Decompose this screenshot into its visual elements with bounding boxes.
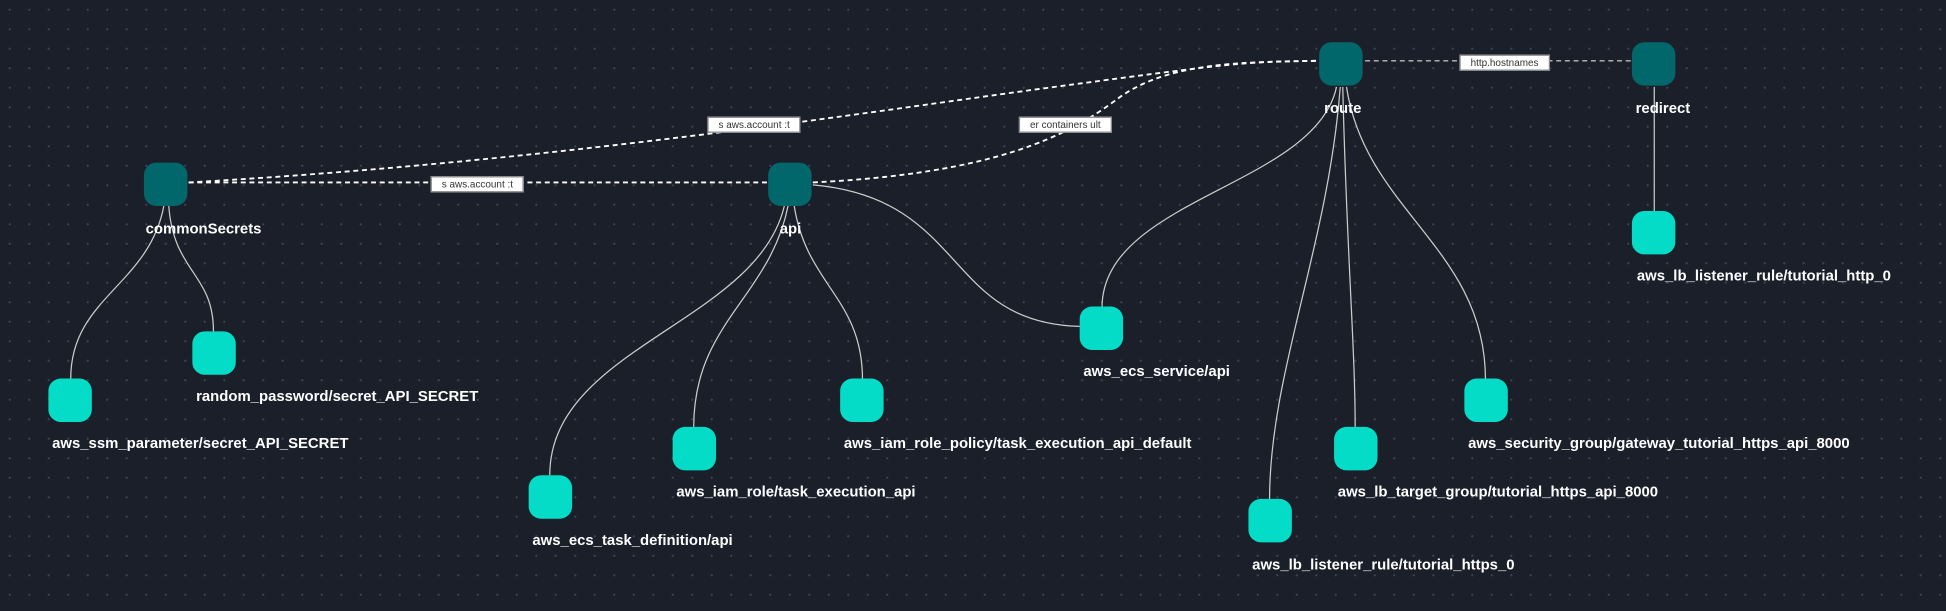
edge-route-secgroup <box>1345 86 1487 380</box>
node-label: api <box>779 219 802 238</box>
edge-commonSecrets-ssm <box>70 205 165 379</box>
edge-api-service <box>812 184 1080 328</box>
resource-node-listener-http[interactable] <box>1631 210 1676 255</box>
resource-node-ecs-service[interactable] <box>1079 306 1124 350</box>
node-label: aws_ecs_service/api <box>1083 362 1230 380</box>
node-label: aws_ecs_task_definition/api <box>532 531 733 549</box>
edge-api-taskdef <box>549 205 785 476</box>
resource-node-random-password[interactable] <box>192 331 236 375</box>
node-label: aws_iam_role/task_execution_api <box>676 482 916 501</box>
edge-commonSecrets-random <box>168 205 215 332</box>
node-label: random_password/secret_API_SECRET <box>196 387 479 405</box>
resource-node-ssm-parameter[interactable] <box>48 378 92 422</box>
resource-node-task-definition[interactable] <box>528 475 573 519</box>
edge-api-policy <box>793 205 864 380</box>
edge-commonSecrets-route <box>188 59 1320 184</box>
edge-route-listener <box>1268 86 1341 501</box>
node-label: redirect <box>1635 99 1691 117</box>
edge-route-service <box>1101 86 1338 308</box>
edge-label-route-redirect: http.hostnames <box>1459 54 1550 71</box>
resource-node-iam-role-policy[interactable] <box>840 378 884 422</box>
node-label: aws_lb_listener_rule/tutorial_http_0 <box>1636 266 1891 285</box>
module-node-redirect[interactable] <box>1631 42 1676 86</box>
edge-route-targetgroup <box>1342 86 1356 427</box>
node-label: commonSecrets <box>145 219 262 238</box>
node-label: aws_iam_role_policy/task_execution_api_d… <box>843 434 1192 452</box>
module-node-commonSecrets[interactable] <box>143 162 188 207</box>
resource-node-iam-role[interactable] <box>672 426 717 471</box>
module-node-route[interactable] <box>1319 42 1363 86</box>
edge-label-secrets-route: s aws.account :t <box>707 116 801 133</box>
module-node-api[interactable] <box>768 162 812 207</box>
edge-api-iamrole <box>693 205 789 427</box>
node-label: aws_lb_listener_rule/tutorial_https_0 <box>1252 555 1515 574</box>
resource-node-security-group[interactable] <box>1464 378 1508 422</box>
resource-node-listener-https[interactable] <box>1248 498 1292 543</box>
resource-node-target-group[interactable] <box>1334 426 1378 471</box>
edge-label-secrets-api: s aws.account :t <box>430 176 525 193</box>
edge-label-api-route: er containers ult <box>1018 116 1112 133</box>
node-label: aws_lb_target_group/tutorial_https_api_8… <box>1337 482 1659 501</box>
node-label: route <box>1324 99 1362 117</box>
node-label: aws_security_group/gateway_tutorial_http… <box>1468 434 1850 452</box>
node-label: aws_ssm_parameter/secret_API_SECRET <box>52 434 349 452</box>
